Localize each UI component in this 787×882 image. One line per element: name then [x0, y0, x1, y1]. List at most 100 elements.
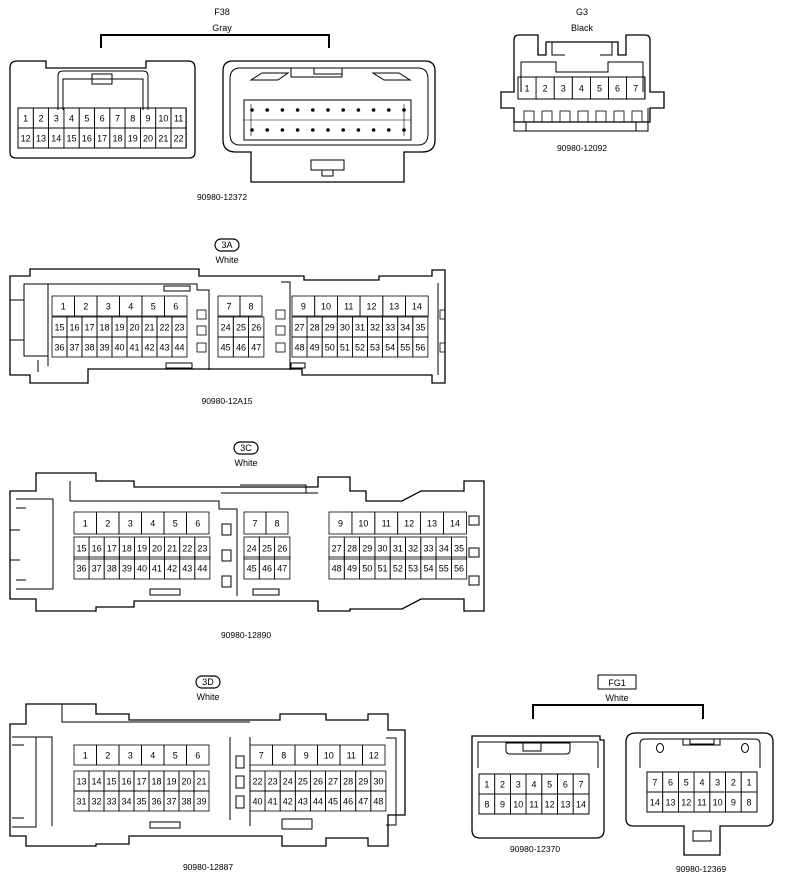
pin-label: 31 [76, 796, 86, 806]
pin-label: 42 [144, 342, 154, 352]
pin-cell [239, 295, 263, 317]
pin-label: 40 [253, 796, 263, 806]
fg1-color: White [605, 693, 628, 703]
f38-right-housing [222, 60, 436, 183]
terminal-dot [371, 108, 376, 112]
pin-label: 16 [92, 543, 102, 553]
pin-label: 16 [82, 133, 92, 143]
pin-cell [450, 536, 468, 560]
pin-label: 54 [385, 342, 395, 352]
pin-label: 9 [500, 799, 505, 809]
pin-label: 52 [393, 563, 403, 573]
pin-cell [412, 336, 429, 358]
terminal-dot [402, 128, 406, 132]
pin-label: 25 [262, 543, 272, 553]
pin-label: 3 [54, 113, 59, 123]
pin-label: 3 [561, 83, 566, 93]
terminal-dot [250, 108, 254, 112]
3c-housing [9, 472, 485, 612]
terminal-tab [613, 110, 625, 123]
pin-label: 1 [525, 83, 530, 93]
pin-label: 13 [76, 776, 86, 786]
pin-cell [740, 791, 758, 813]
pin-label: 51 [340, 342, 350, 352]
pin-cell [194, 536, 211, 560]
pin-label: 29 [362, 543, 372, 553]
pin-label: 16 [69, 322, 79, 332]
pin-label: 32 [408, 543, 418, 553]
pin-label: 11 [344, 301, 353, 311]
pin-label: 5 [597, 83, 602, 93]
pin-label: 21 [167, 543, 177, 553]
pin-label: 47 [358, 796, 368, 806]
pin-label: 20 [181, 776, 191, 786]
pin-label: 19 [128, 133, 138, 143]
pin-cell [193, 790, 210, 812]
pin-label: 25 [236, 322, 246, 332]
pin-label: 7 [579, 779, 584, 789]
pin-label: 35 [415, 322, 425, 332]
pin-label: 4 [579, 83, 584, 93]
pin-label: 21 [144, 322, 154, 332]
terminal-dot [295, 128, 300, 132]
fg1-code-box [597, 674, 637, 690]
pin-cell [443, 511, 467, 535]
pin-label: 53 [370, 342, 380, 352]
pin-label: 1 [484, 779, 489, 789]
pin-label: 11 [174, 113, 183, 123]
pin-label: 3 [516, 779, 521, 789]
f38-bracket [100, 34, 330, 48]
pin-label: 9 [338, 518, 343, 528]
pin-label: 3 [128, 750, 133, 760]
pin-label: 28 [310, 322, 320, 332]
pin-label: 11 [382, 518, 391, 528]
pin-label: 14 [450, 518, 460, 528]
pin-label: 13 [36, 133, 46, 143]
pin-cell [450, 556, 468, 580]
pin-label: 46 [343, 796, 353, 806]
pin-label: 13 [666, 797, 676, 807]
pin-label: 7 [226, 301, 231, 311]
latch-window [275, 325, 286, 336]
pin-label: 20 [152, 543, 162, 553]
pin-cell [626, 76, 646, 100]
3d-housing [9, 703, 406, 847]
terminal-tab [595, 110, 607, 123]
pin-label: 52 [355, 342, 365, 352]
pin-label: 41 [268, 796, 278, 806]
pin-label: 18 [99, 322, 109, 332]
pin-label: 51 [378, 563, 388, 573]
fg1-code: FG1 [608, 678, 626, 688]
pin-label: 33 [106, 796, 116, 806]
terminal-dot [311, 128, 315, 132]
3a-housing [9, 268, 446, 384]
f38-part-number: 90980-12372 [197, 192, 247, 202]
pin-label: 31 [355, 322, 365, 332]
pin-label: 43 [182, 563, 192, 573]
pin-label: 9 [731, 797, 736, 807]
pin-label: 6 [668, 777, 673, 787]
pin-cell [194, 556, 211, 580]
pin-label: 2 [105, 750, 110, 760]
pin-label: 10 [358, 518, 368, 528]
terminal-dot [341, 108, 346, 112]
terminal-dot [356, 108, 361, 112]
pin-label: 2 [83, 301, 88, 311]
pin-label: 21 [196, 776, 206, 786]
pin-label: 33 [423, 543, 433, 553]
pin-label: 14 [91, 776, 101, 786]
pin-label: 4 [150, 518, 155, 528]
pin-label: 22 [253, 776, 263, 786]
pin-label: 3 [106, 301, 111, 311]
pin-label: 16 [121, 776, 131, 786]
side-slot [439, 342, 446, 353]
